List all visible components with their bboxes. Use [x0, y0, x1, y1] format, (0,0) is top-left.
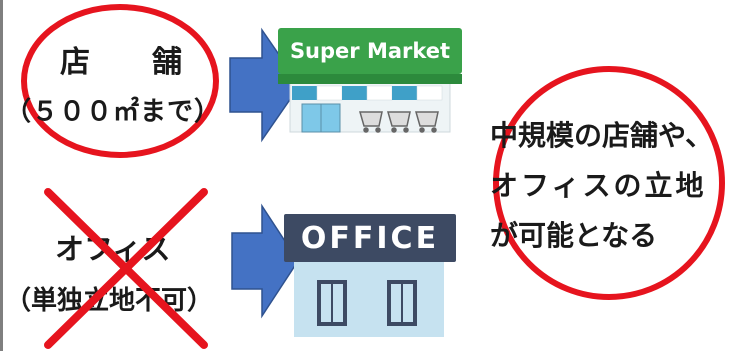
supermarket-illustration: [278, 28, 462, 133]
office-note: （単独立地不可）: [5, 286, 214, 316]
left-border: [0, 0, 3, 351]
result-circle-mark: [493, 66, 725, 300]
supermarket-sign-text: Super Market: [290, 39, 450, 63]
store-size-note: （５００㎡まで）: [5, 97, 222, 127]
result-line-3: が可能となる: [490, 219, 658, 252]
result-line-1: 中規模の店舗や、: [490, 119, 714, 152]
store-circle-mark: [21, 4, 219, 158]
office-illustration: [284, 214, 456, 337]
store-label: 店 舗: [60, 45, 198, 80]
arrow-to-office-icon: [231, 203, 299, 319]
supermarket-sign: [278, 28, 462, 74]
result-line-2: オフィスの立地: [490, 169, 707, 202]
cross-mark-icon: [44, 188, 208, 349]
office-sign-text: OFFICE: [301, 221, 439, 256]
shopping-cart-icons: [359, 111, 439, 133]
arrow-to-supermarket-icon: [229, 27, 301, 143]
office-sign: [284, 214, 456, 262]
